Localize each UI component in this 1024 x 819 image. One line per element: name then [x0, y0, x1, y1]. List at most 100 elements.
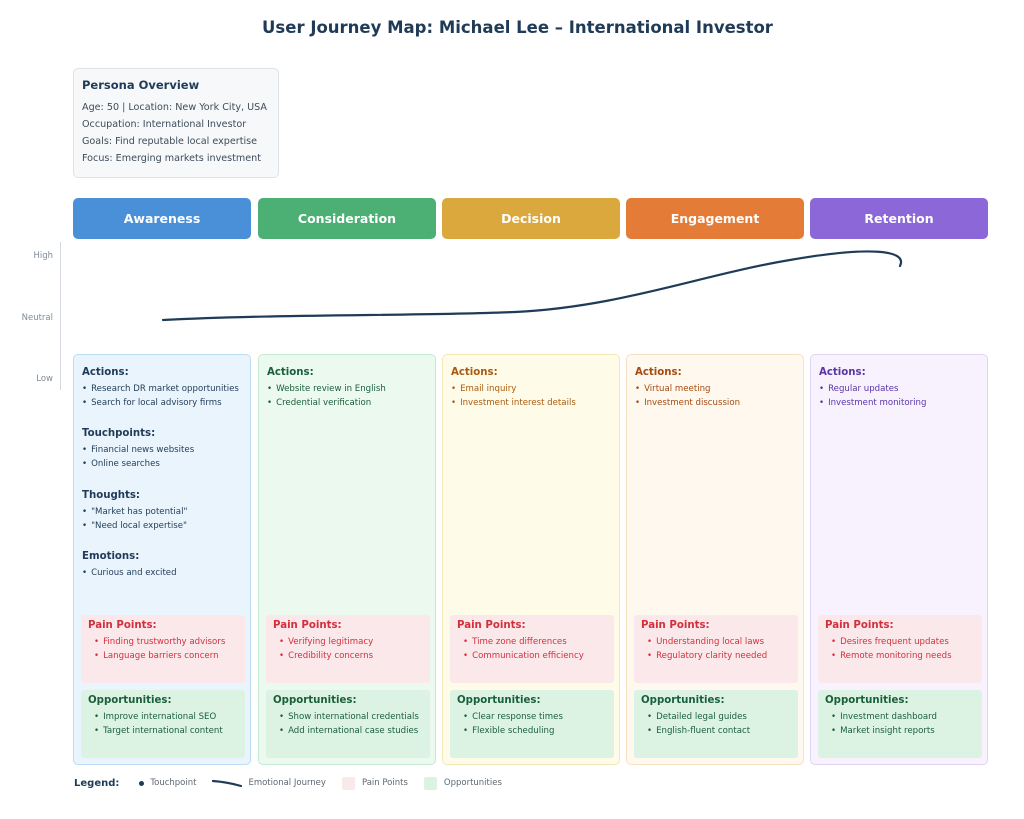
- pain-point-item: Finding trustworthy advisors: [94, 636, 238, 650]
- persona-overview-card: Persona Overview Age: 50 | Location: New…: [73, 68, 279, 178]
- emotional-journey-curve: [161, 250, 903, 322]
- thought-item: "Need local expertise": [82, 520, 244, 534]
- pain-points-swatch-icon: [341, 776, 355, 790]
- stage-header-engagement[interactable]: Engagement: [626, 198, 804, 239]
- touchpoint-dot-icon: [139, 780, 145, 786]
- pain-points-heading: Pain Points:: [88, 620, 157, 631]
- actions-heading: Actions:: [82, 367, 129, 378]
- touchpoint-item: Online searches: [82, 458, 244, 472]
- legend: Legend: Touchpoint Emotional Journey Pai…: [74, 776, 502, 790]
- stage-header-retention[interactable]: Retention: [810, 198, 988, 239]
- opportunity-item: Investment dashboard: [831, 711, 975, 725]
- pain-points-box: Pain Points: Finding trustworthy advisor…: [81, 615, 245, 683]
- stage-header-consideration[interactable]: Consideration: [258, 198, 436, 239]
- touchpoints-section: Touchpoints: Financial news websites Onl…: [82, 428, 244, 471]
- opportunity-item: Clear response times: [463, 711, 607, 725]
- action-item: Search for local advisory firms: [82, 397, 244, 411]
- stage-column-retention: Actions: Regular updates Investment moni…: [810, 354, 988, 765]
- thought-item: "Market has potential": [82, 506, 244, 520]
- action-item: Investment monitoring: [819, 397, 981, 411]
- stage-header-awareness[interactable]: Awareness: [73, 198, 251, 239]
- actions-section: Actions: Email inquiry Investment intere…: [451, 367, 613, 410]
- opportunities-heading: Opportunities:: [641, 695, 725, 706]
- opportunities-box: Opportunities: Detailed legal guides Eng…: [634, 690, 798, 758]
- pain-point-item: Desires frequent updates: [831, 636, 975, 650]
- legend-touchpoint-label: Touchpoint: [150, 778, 197, 788]
- opportunities-box: Opportunities: Investment dashboard Mark…: [818, 690, 982, 758]
- stage-column-engagement: Actions: Virtual meeting Investment disc…: [626, 354, 804, 765]
- emotion-axis-low-label: Low: [36, 374, 53, 384]
- actions-section: Actions: Virtual meeting Investment disc…: [635, 367, 797, 410]
- action-item: Website review in English: [267, 383, 429, 397]
- touchpoints-heading: Touchpoints:: [82, 428, 156, 439]
- thoughts-heading: Thoughts:: [82, 490, 141, 501]
- action-item: Virtual meeting: [635, 383, 797, 397]
- opportunities-heading: Opportunities:: [825, 695, 909, 706]
- persona-focus: Focus: Emerging markets investment: [82, 153, 262, 164]
- page-title: User Journey Map: Michael Lee – Internat…: [262, 18, 773, 37]
- opportunity-item: Detailed legal guides: [647, 711, 791, 725]
- actions-section: Actions: Website review in English Crede…: [267, 367, 429, 410]
- emotion-axis-high-label: High: [33, 251, 53, 261]
- pain-points-heading: Pain Points:: [457, 620, 526, 631]
- opportunities-box: Opportunities: Clear response times Flex…: [450, 690, 614, 758]
- pain-point-item: Remote monitoring needs: [831, 650, 975, 664]
- pain-points-box: Pain Points: Time zone differences Commu…: [450, 615, 614, 683]
- opportunity-item: Improve international SEO: [94, 711, 238, 725]
- pain-point-item: Language barriers concern: [94, 650, 238, 664]
- pain-points-box: Pain Points: Verifying legitimacy Credib…: [266, 615, 430, 683]
- legend-emotional-journey-label: Emotional Journey: [248, 778, 326, 788]
- pain-point-item: Verifying legitimacy: [279, 636, 423, 650]
- pain-point-item: Time zone differences: [463, 636, 607, 650]
- opportunities-swatch-icon: [423, 776, 437, 790]
- opportunity-item: Add international case studies: [279, 725, 423, 739]
- opportunity-item: English-fluent contact: [647, 725, 791, 739]
- opportunities-heading: Opportunities:: [88, 695, 172, 706]
- pain-point-item: Understanding local laws: [647, 636, 791, 650]
- thoughts-section: Thoughts: "Market has potential" "Need l…: [82, 490, 244, 533]
- pain-points-heading: Pain Points:: [641, 620, 710, 631]
- stage-column-consideration: Actions: Website review in English Crede…: [258, 354, 436, 765]
- opportunities-box: Opportunities: Improve international SEO…: [81, 690, 245, 758]
- actions-heading: Actions:: [451, 367, 498, 378]
- action-item: Research DR market opportunities: [82, 383, 244, 397]
- emotional-journey-line-icon: [212, 779, 243, 788]
- touchpoint-item: Financial news websites: [82, 444, 244, 458]
- pain-point-item: Regulatory clarity needed: [647, 650, 791, 664]
- actions-section: Actions: Research DR market opportunitie…: [82, 367, 244, 410]
- persona-occupation: Occupation: International Investor: [82, 119, 247, 130]
- opportunities-heading: Opportunities:: [273, 695, 357, 706]
- stage-header-decision[interactable]: Decision: [442, 198, 620, 239]
- actions-heading: Actions:: [819, 367, 866, 378]
- opportunity-item: Flexible scheduling: [463, 725, 607, 739]
- emotion-axis-neutral-label: Neutral: [21, 313, 53, 323]
- emotion-axis-line: [60, 242, 61, 390]
- actions-section: Actions: Regular updates Investment moni…: [819, 367, 981, 410]
- emotions-section: Emotions: Curious and excited: [82, 551, 244, 581]
- pain-points-heading: Pain Points:: [825, 620, 894, 631]
- action-item: Regular updates: [819, 383, 981, 397]
- opportunity-item: Market insight reports: [831, 725, 975, 739]
- persona-age-location: Age: 50 | Location: New York City, USA: [82, 102, 267, 113]
- pain-points-heading: Pain Points:: [273, 620, 342, 631]
- opportunity-item: Show international credentials: [279, 711, 423, 725]
- actions-heading: Actions:: [635, 367, 682, 378]
- persona-heading: Persona Overview: [82, 78, 200, 92]
- pain-point-item: Credibility concerns: [279, 650, 423, 664]
- action-item: Email inquiry: [451, 383, 613, 397]
- pain-point-item: Communication efficiency: [463, 650, 607, 664]
- stage-column-awareness: Actions: Research DR market opportunitie…: [73, 354, 251, 765]
- opportunity-item: Target international content: [94, 725, 238, 739]
- persona-goals: Goals: Find reputable local expertise: [82, 136, 258, 147]
- legend-opportunities-label: Opportunities: [443, 778, 502, 788]
- stage-column-decision: Actions: Email inquiry Investment intere…: [442, 354, 620, 765]
- opportunities-heading: Opportunities:: [457, 695, 541, 706]
- action-item: Credential verification: [267, 397, 429, 411]
- legend-title: Legend:: [74, 777, 120, 789]
- legend-pain-points-label: Pain Points: [361, 778, 408, 788]
- emotion-item: Curious and excited: [82, 567, 244, 581]
- opportunities-box: Opportunities: Show international creden…: [266, 690, 430, 758]
- pain-points-box: Pain Points: Understanding local laws Re…: [634, 615, 798, 683]
- actions-heading: Actions:: [267, 367, 314, 378]
